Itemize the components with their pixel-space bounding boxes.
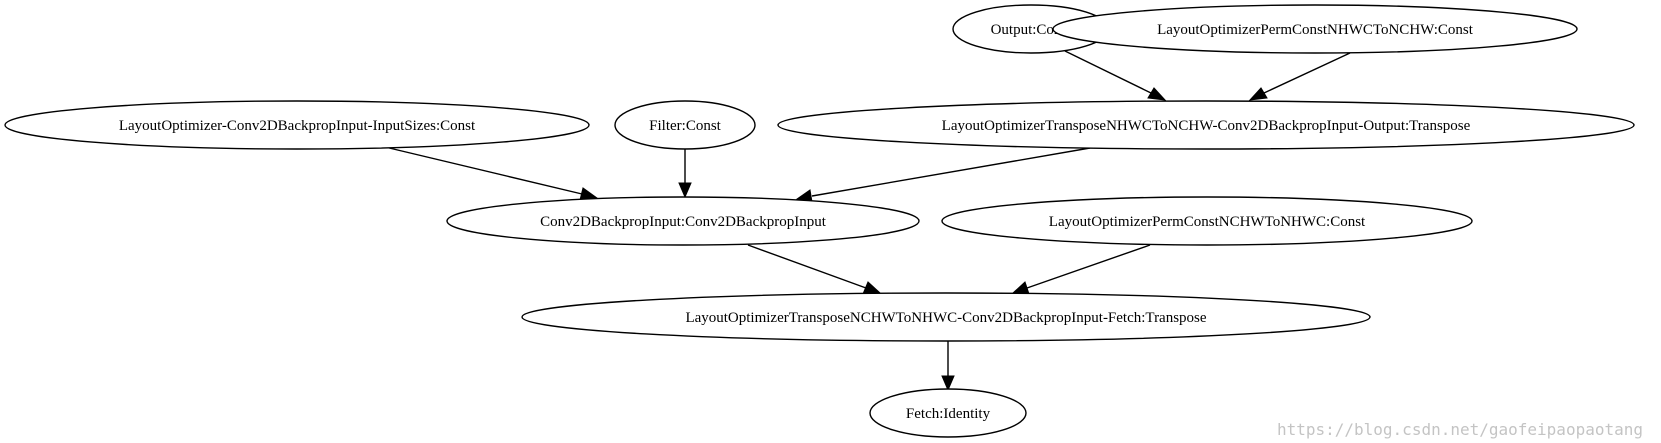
nodes-layer: Output:Const LayoutOptimizerPermConstNHW… bbox=[4, 4, 1635, 438]
node-perm-nhwc-to-nchw[interactable]: LayoutOptimizerPermConstNHWCToNCHW:Const bbox=[1052, 4, 1578, 54]
edge-transpose-fetch-to-fetch-identity bbox=[941, 341, 955, 392]
watermark-url: https://blog.csdn.net/gaofeipaopaotang bbox=[1276, 420, 1643, 439]
node-input-sizes-const[interactable]: LayoutOptimizer-Conv2DBackpropInput-Inpu… bbox=[4, 100, 590, 150]
node-transpose-fetch[interactable]: LayoutOptimizerTransposeNCHWToNHWC-Conv2… bbox=[521, 292, 1371, 342]
node-label: LayoutOptimizerPermConstNCHWToNHWC:Const bbox=[1049, 214, 1366, 230]
node-filter-const[interactable]: Filter:Const bbox=[614, 100, 756, 150]
node-label: Fetch:Identity bbox=[906, 406, 991, 422]
edge-perm-nhwc-to-transpose-output bbox=[1248, 52, 1351, 101]
node-label: Output:Const bbox=[991, 22, 1073, 38]
edge-filter-to-conv2d bbox=[678, 149, 692, 199]
node-label: LayoutOptimizerTransposeNHWCToNCHW-Conv2… bbox=[942, 118, 1471, 134]
edge-conv2d-to-transpose-fetch bbox=[747, 244, 882, 295]
edge-perm-nchw-to-transpose-fetch bbox=[1011, 244, 1151, 295]
node-label: LayoutOptimizer-Conv2DBackpropInput-Inpu… bbox=[119, 118, 476, 134]
edge-output-to-transpose-output bbox=[1064, 50, 1167, 101]
node-fetch-identity[interactable]: Fetch:Identity bbox=[869, 388, 1027, 438]
node-label: LayoutOptimizerPermConstNHWCToNCHW:Const bbox=[1157, 22, 1474, 38]
node-perm-nchw-to-nhwc[interactable]: LayoutOptimizerPermConstNCHWToNHWC:Const bbox=[941, 196, 1473, 246]
node-label: Filter:Const bbox=[649, 118, 722, 134]
node-output-const[interactable]: Output:Const bbox=[952, 4, 1110, 54]
node-transpose-output[interactable]: LayoutOptimizerTransposeNHWCToNCHW-Conv2… bbox=[777, 100, 1635, 150]
edge-transpose-output-to-conv2d bbox=[795, 147, 1091, 203]
node-conv2d-backprop-input[interactable]: Conv2DBackpropInput:Conv2DBackpropInput bbox=[446, 196, 920, 246]
node-label: LayoutOptimizerTransposeNCHWToNHWC-Conv2… bbox=[685, 310, 1206, 326]
edge-input-sizes-to-conv2d bbox=[384, 146, 599, 201]
node-label: Conv2DBackpropInput:Conv2DBackpropInput bbox=[540, 214, 827, 230]
